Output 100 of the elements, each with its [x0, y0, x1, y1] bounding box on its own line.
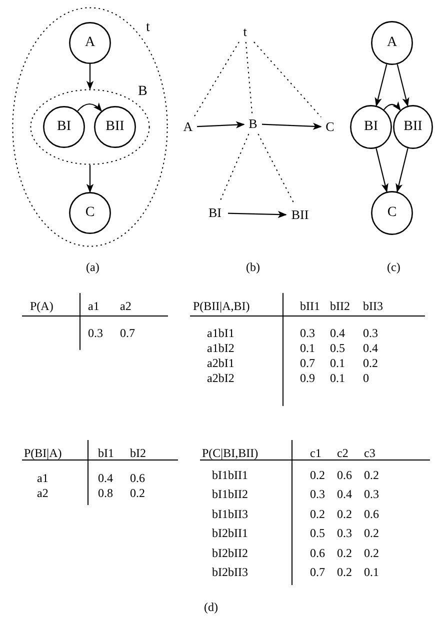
group-label: t — [146, 21, 150, 35]
node-label: BI — [56, 118, 72, 136]
node-label: A — [84, 34, 96, 52]
table-value: 0.6 — [337, 468, 352, 482]
table-value: 0.1 — [364, 565, 379, 579]
state-circle — [43, 106, 85, 148]
panel-caption: (a) — [86, 260, 100, 274]
table-value: 0.2 — [130, 486, 145, 500]
row-header: bI2bII1 — [212, 526, 248, 540]
table-value: 0.2 — [364, 546, 379, 560]
node-label: BII — [402, 118, 424, 136]
state-circle — [94, 106, 136, 148]
row-header: bI1bII2 — [212, 487, 248, 501]
dotted-ellipse — [12, 7, 168, 247]
table-value: 0.3 — [364, 487, 379, 501]
arrow — [86, 64, 94, 90]
panel-caption: (d) — [204, 600, 218, 614]
table-value: 0.2 — [363, 356, 378, 370]
column-header: a1 — [88, 299, 100, 313]
column-header: bII2 — [330, 299, 350, 313]
table-value: 0.1 — [300, 341, 315, 355]
column-header: bI2 — [130, 446, 146, 460]
table-value: 0.2 — [364, 468, 379, 482]
state-circle — [371, 21, 413, 65]
row-header: bI2bII2 — [212, 546, 248, 560]
table-value: 0.8 — [98, 486, 113, 500]
row-header: bI1bII3 — [212, 507, 248, 521]
column-header: P(BI|A) — [24, 446, 62, 460]
dotted-line — [253, 42, 322, 118]
node-label: BII — [288, 207, 312, 223]
row-header: a1bI2 — [207, 341, 234, 355]
row-header: a2bI1 — [207, 356, 234, 370]
column-header: c1 — [310, 446, 322, 460]
column-header: P(BII|A,BI) — [193, 299, 250, 313]
table-value: 0.2 — [337, 546, 352, 560]
column-header: c2 — [337, 446, 348, 460]
column-header: P(C|BI,BII) — [202, 446, 258, 460]
table-value: 0.2 — [337, 565, 352, 579]
row-header: a2bI2 — [207, 371, 234, 385]
table-value: 0.2 — [364, 526, 379, 540]
table-value: 0.3 — [337, 526, 352, 540]
column-header: bII1 — [300, 299, 320, 313]
column-header: P(A) — [30, 299, 54, 313]
state-circle — [69, 22, 111, 64]
panel-caption: (c) — [387, 260, 400, 274]
table-value: 0.6 — [310, 546, 325, 560]
node-label: B — [246, 116, 260, 132]
table-value: 0.7 — [300, 356, 315, 370]
table-value: 0.4 — [337, 487, 352, 501]
table-value: 0 — [363, 371, 369, 385]
node-label: BI — [363, 118, 379, 136]
table-value: 0.4 — [98, 471, 113, 485]
node-label: C — [84, 204, 96, 222]
column-header: bII3 — [363, 299, 383, 313]
row-header: bI1bII1 — [212, 468, 248, 482]
table-value: 0.5 — [330, 341, 345, 355]
node-label: C — [323, 119, 337, 135]
state-circle — [69, 192, 111, 234]
node-label: A — [386, 34, 398, 52]
arrow — [262, 122, 322, 130]
arrow — [384, 101, 401, 111]
row-header: a1 — [37, 471, 48, 485]
table-value: 0.7 — [310, 565, 325, 579]
table-value: 0.7 — [120, 326, 135, 340]
row-header: a2 — [37, 486, 48, 500]
arrow — [77, 102, 102, 112]
arrow — [86, 165, 94, 193]
table-value: 0.6 — [364, 507, 379, 521]
row-header: bI2bII3 — [212, 565, 248, 579]
arrow — [228, 210, 287, 218]
table-value: 0.5 — [310, 526, 325, 540]
table-value: 0.4 — [330, 326, 345, 340]
node-label: C — [386, 204, 398, 222]
table-value: 0.3 — [300, 326, 315, 340]
table-value: 0.2 — [337, 507, 352, 521]
state-circle — [393, 105, 433, 149]
table-value: 0.9 — [300, 371, 315, 385]
row-header: a1bI1 — [207, 326, 234, 340]
arrow — [196, 121, 245, 128]
table-value: 0.2 — [310, 468, 325, 482]
table-value: 0.6 — [130, 471, 145, 485]
state-circle — [371, 191, 413, 235]
table-value: 0.2 — [310, 507, 325, 521]
column-header: bI1 — [98, 446, 114, 460]
dotted-line — [194, 42, 240, 118]
table-value: 0.1 — [330, 371, 345, 385]
table-value: 0.3 — [88, 326, 103, 340]
node-label: A — [181, 119, 195, 135]
arrow — [396, 148, 408, 193]
table-value: 0.4 — [363, 341, 378, 355]
column-header: a2 — [120, 299, 132, 313]
table-value: 0.3 — [310, 487, 325, 501]
arrow — [376, 148, 388, 193]
column-header: c3 — [364, 446, 376, 460]
table-value: 0.3 — [363, 326, 378, 340]
panel-caption: (b) — [246, 260, 260, 274]
node-label: BII — [104, 118, 126, 136]
node-label: BI — [204, 205, 226, 221]
node-label: t — [238, 24, 252, 40]
dotted-line — [245, 42, 253, 114]
